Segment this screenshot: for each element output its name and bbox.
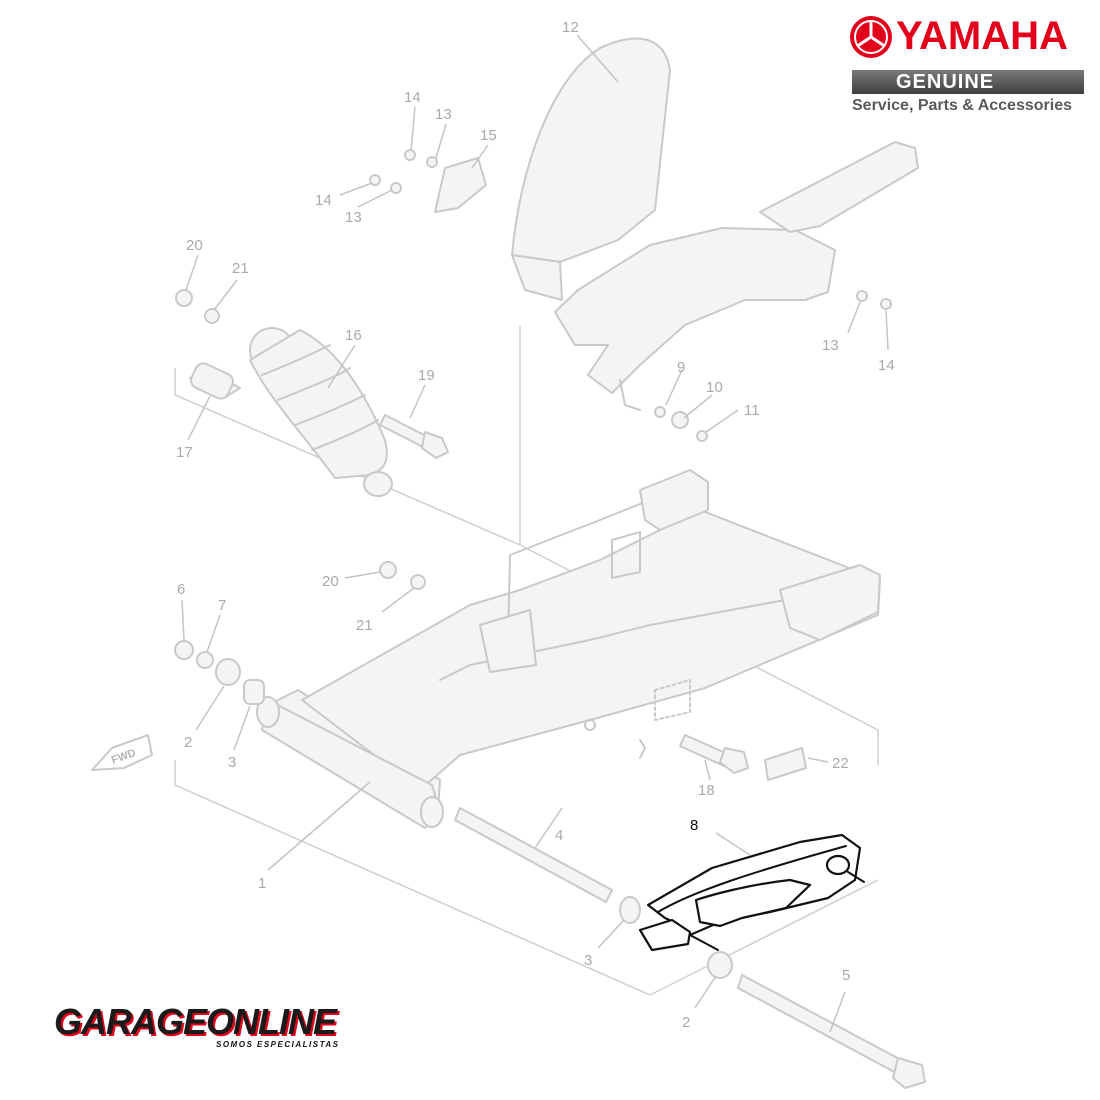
- callout-20: 20: [322, 573, 339, 590]
- callout-12: 12: [562, 19, 579, 36]
- yamaha-wordmark: YAMAHA: [896, 14, 1068, 58]
- rear-fender: [511, 37, 919, 411]
- callout-14: 14: [404, 89, 421, 106]
- chain-case-highlighted: [638, 833, 865, 952]
- callout-6: 6: [177, 581, 185, 598]
- leader-lines: [181, 34, 889, 1033]
- callout-13: 13: [435, 106, 452, 123]
- callout-22: 22: [832, 755, 849, 772]
- long-bolt: [737, 974, 926, 1089]
- dealer-tagline: SOMOS ESPECIALISTAS: [216, 1040, 340, 1049]
- brand-tagline: Service, Parts & Accessories: [852, 97, 1072, 114]
- callout-15: 15: [480, 127, 497, 144]
- small-fasteners: [174, 149, 892, 979]
- axle: [454, 807, 613, 903]
- pivot-tube: [256, 696, 444, 829]
- callout-14: 14: [315, 192, 332, 209]
- callout-7: 7: [218, 597, 226, 614]
- label-plate-22: [764, 747, 807, 781]
- callout-13: 13: [345, 209, 362, 226]
- callout-4: 4: [555, 827, 563, 844]
- callout-13: 13: [822, 337, 839, 354]
- callout-5: 5: [842, 967, 850, 984]
- shock-absorber: [249, 327, 393, 497]
- bolt-18: [679, 734, 749, 774]
- callout-3: 3: [584, 952, 592, 969]
- genuine-badge-text: GENUINE: [896, 71, 995, 93]
- callout-21: 21: [356, 617, 373, 634]
- garageonline-logo: GARAGEONLINE SOMOS ESPECIALISTAS: [48, 1002, 368, 1058]
- callout-11: 11: [744, 402, 760, 419]
- callout-17: 17: [176, 444, 193, 461]
- callout-18: 18: [698, 782, 715, 799]
- callout-16: 16: [345, 327, 362, 344]
- callout-8-highlighted: 8: [690, 817, 698, 834]
- fwd-direction-marker: FWD: [91, 734, 153, 771]
- callout-10: 10: [706, 379, 723, 396]
- callout-labels: 12 14 13 15 14 13 20 21 16 19 17 9 10 11…: [176, 19, 895, 1031]
- tuning-fork-emblem-icon: [850, 16, 892, 58]
- callout-2: 2: [682, 1014, 690, 1031]
- yamaha-logo: YAMAHA GENUINE Service, Parts & Accessor…: [848, 10, 1090, 118]
- callout-2: 2: [184, 734, 192, 751]
- callout-19: 19: [418, 367, 435, 384]
- callout-21: 21: [232, 260, 249, 277]
- callout-1: 1: [258, 875, 266, 892]
- dealer-wordmark: GARAGEONLINE: [54, 1001, 337, 1042]
- callout-3: 3: [228, 754, 236, 771]
- callout-14: 14: [878, 357, 895, 374]
- bolt-19: [379, 414, 449, 459]
- genuine-badge: GENUINE: [852, 70, 1084, 94]
- callout-20: 20: [186, 237, 203, 254]
- collar-17: [189, 362, 241, 400]
- callout-9: 9: [677, 359, 685, 376]
